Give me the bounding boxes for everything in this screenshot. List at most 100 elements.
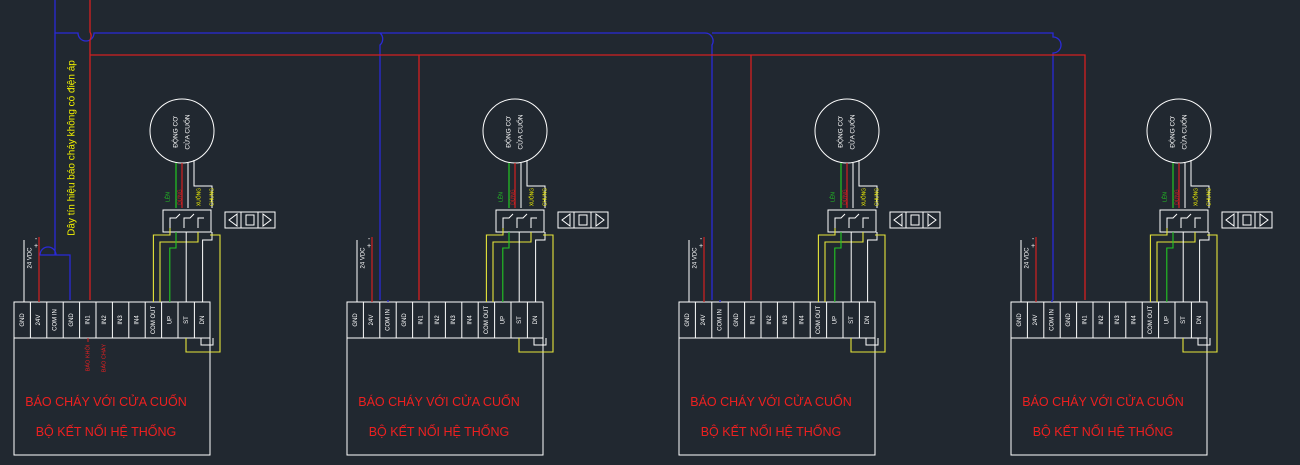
switch-contact [169, 213, 181, 228]
switch-contact [516, 213, 528, 228]
wire-label: DỪNG [1173, 189, 1180, 204]
terminal-label: IN3 [783, 315, 789, 325]
down-arrow-icon [595, 213, 605, 227]
module-title: BÁO CHÁY VỚI CỬA CUỐN [1022, 394, 1183, 409]
up-arrow-icon [228, 213, 238, 227]
wire-label: XUỐNG [860, 188, 867, 206]
terminal-label: GND [734, 313, 740, 327]
wire-label: DỪNG [509, 189, 516, 204]
terminal-label: GND [353, 313, 359, 327]
up-arrow-icon [561, 213, 571, 227]
terminal-label: IN2 [102, 315, 108, 325]
switch-block [1159, 209, 1209, 233]
wire-label: LÊN [828, 192, 836, 202]
wire-com-out-return [824, 232, 864, 302]
motor-label: CỬA CUỐN [182, 114, 192, 149]
wire-label: XUỐNG [528, 188, 535, 206]
wire-down [535, 232, 546, 302]
terminal-label: IN1 [418, 315, 424, 325]
supply-pos: + [367, 243, 371, 250]
terminal-label: GND [402, 313, 408, 327]
supply-neg: - [35, 236, 38, 243]
power-bus-red [89, 0, 1086, 300]
wire-down [867, 232, 878, 302]
terminal-label: 24V [36, 315, 42, 326]
control-indicator [889, 211, 941, 229]
terminal-label: UP [500, 316, 506, 324]
motor-label: CỬA CUỐN [515, 114, 525, 149]
terminal-label: GND [69, 313, 75, 327]
switch-contact [502, 213, 514, 228]
module-subtitle: BỘ KẾT NỐI HỆ THỐNG [701, 424, 842, 439]
control-indicator [224, 211, 276, 229]
down-arrow-icon [262, 213, 272, 227]
wire-label: CHUNG [542, 188, 548, 206]
supply-neg: - [368, 236, 371, 243]
terminal-label: GND [685, 313, 691, 327]
terminal-label: DN [1197, 316, 1203, 325]
down-arrow-icon [927, 213, 937, 227]
terminal-label: GND [20, 313, 26, 327]
fire-label: BÁO CHÁY [100, 343, 107, 372]
terminal-label: COM OUT [1148, 306, 1154, 335]
supply-pos: + [34, 243, 38, 250]
terminal-label: ST [184, 316, 190, 324]
wire-jumper [1182, 234, 1218, 353]
wire-up [169, 232, 177, 302]
terminal-label: IN3 [118, 315, 124, 325]
signal-riser-module-1 [39, 33, 71, 300]
wire-com-out [152, 228, 171, 302]
wire-label: CHUNG [874, 188, 880, 206]
signal-wire-annotation: Dây tín hiệu báo cháy không có điện áp [67, 60, 78, 236]
module-subtitle: BỘ KẾT NỐI HỆ THỐNG [369, 424, 510, 439]
module-title: BÁO CHÁY VỚI CỬA CUỐN [358, 394, 519, 409]
supply-pos: + [1031, 243, 1035, 250]
wire-label: CHUNG [1206, 188, 1212, 206]
motor-label: ĐỘNG CƠ [171, 116, 180, 148]
terminal-label: COM IN [1050, 309, 1056, 331]
terminal-label: DN [200, 316, 206, 325]
terminal-label: IN3 [451, 315, 457, 325]
terminal-label: ST [517, 316, 523, 324]
stop-square-icon [578, 214, 588, 226]
terminal-label: GND [1017, 313, 1023, 327]
wire-up [502, 232, 510, 302]
up-arrow-icon [893, 213, 903, 227]
motor-label: ĐỘNG CƠ [836, 116, 845, 148]
wire-jumper-short [200, 338, 214, 346]
supply-label: 24 VDC [693, 247, 699, 269]
module-title: BÁO CHÁY VỚI CỬA CUỐN [25, 394, 186, 409]
motor-label: CỬA CUỐN [1179, 114, 1189, 149]
wire-jumper [185, 234, 221, 353]
stop-square-icon [910, 214, 920, 226]
terminal-label: IN1 [85, 315, 91, 325]
module-subtitle: BỘ KẾT NỐI HỆ THỐNG [1033, 424, 1174, 439]
switch-contact [848, 213, 860, 228]
terminal-label: COM IN [386, 309, 392, 331]
motor-lead-common [526, 160, 546, 208]
switch-block [162, 209, 212, 233]
wire-jumper [518, 234, 554, 353]
wire-jumper [850, 234, 886, 353]
wire-down [1199, 232, 1210, 302]
switch-contact [1166, 213, 1178, 228]
terminal-label: DN [533, 316, 539, 325]
terminal-label: IN2 [1099, 315, 1105, 325]
terminal-label: UP [832, 316, 838, 324]
stop-square-icon [1242, 214, 1252, 226]
wire-com-out-return [1156, 232, 1196, 302]
terminal-label: IN4 [468, 315, 474, 325]
wire-up [1166, 232, 1174, 302]
control-indicator [1221, 211, 1273, 229]
switch-contact [183, 213, 195, 228]
wire-com-out [817, 228, 836, 302]
wire-label: DỪNG [841, 189, 848, 204]
terminal-label: DN [865, 316, 871, 325]
supply-pos: + [699, 243, 703, 250]
wire-jumper-short [865, 338, 879, 346]
wire-label: CHUNG [209, 188, 215, 206]
